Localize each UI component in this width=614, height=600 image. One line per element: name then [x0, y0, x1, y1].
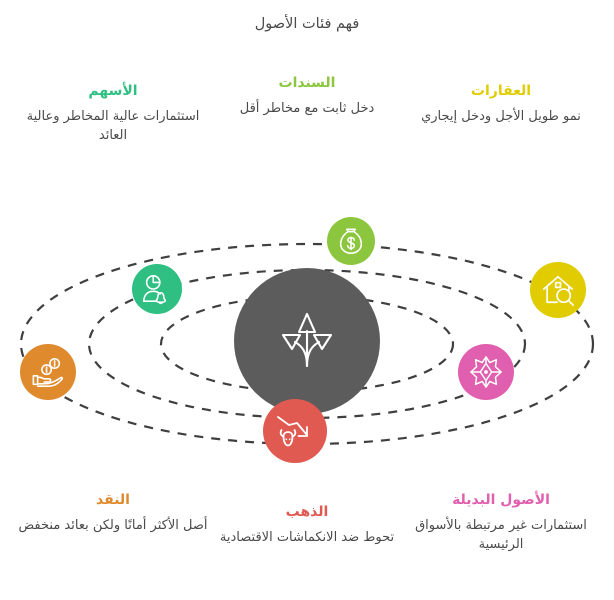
heading-alternative-assets: الأصول البديلة	[452, 492, 550, 508]
page-title: فهم فئات الأصول	[254, 16, 360, 32]
description-bonds: دخل ثابت مع مخاطر أقل	[239, 101, 375, 116]
star-mandala-icon	[469, 355, 503, 389]
heading-gold: الذهب	[285, 504, 329, 520]
heading-bonds: السندات	[278, 75, 336, 91]
hub-diversification-node[interactable]	[234, 268, 380, 414]
label-block-gold: الذهب تحوط ضد الانكماشات الاقتصادية	[212, 503, 402, 547]
node-stocks[interactable]	[132, 264, 182, 314]
diverging-arrows-icon	[270, 304, 344, 378]
label-block-cash: النقد أصل الأكثر أمانًا ولكن بعائد منخفض	[18, 491, 208, 535]
hand-coins-icon	[31, 355, 65, 389]
description-cash: أصل الأكثر أمانًا ولكن بعائد منخفض	[18, 518, 208, 533]
money-bag-dollar-icon	[336, 226, 366, 256]
label-block-alternative-assets: الأصول البديلة استثمارات غير مرتبطة بالأ…	[406, 491, 596, 554]
heading-stocks: الأسهم	[88, 83, 138, 99]
description-gold: تحوط ضد الانكماشات الاقتصادية	[219, 530, 395, 545]
node-gold[interactable]	[263, 399, 327, 463]
orbit-ring-outer	[19, 242, 595, 446]
heading-cash: النقد	[96, 492, 130, 508]
node-alternative-assets[interactable]	[458, 344, 514, 400]
label-block-real-estate: العقارات نمو طويل الأجل ودخل إيجاري	[406, 82, 596, 126]
description-stocks: استثمارات عالية المخاطر وعالية العائد	[26, 109, 200, 143]
house-magnifier-icon	[541, 273, 575, 307]
label-block-bonds: السندات دخل ثابت مع مخاطر أقل	[212, 74, 402, 118]
bull-head-declining-arrow-icon	[275, 411, 315, 451]
heading-real-estate: العقارات	[470, 83, 532, 99]
orbit-ring-inner	[159, 294, 455, 394]
node-bonds[interactable]	[327, 217, 375, 265]
node-real-estate[interactable]	[530, 262, 586, 318]
node-cash[interactable]	[20, 344, 76, 400]
person-pie-chart-bell-icon	[141, 273, 173, 305]
description-alternative-assets: استثمارات غير مرتبطة بالأسواق الرئيسية	[415, 518, 587, 552]
description-real-estate: نمو طويل الأجل ودخل إيجاري	[421, 109, 581, 124]
label-block-stocks: الأسهم استثمارات عالية المخاطر وعالية ال…	[18, 82, 208, 145]
